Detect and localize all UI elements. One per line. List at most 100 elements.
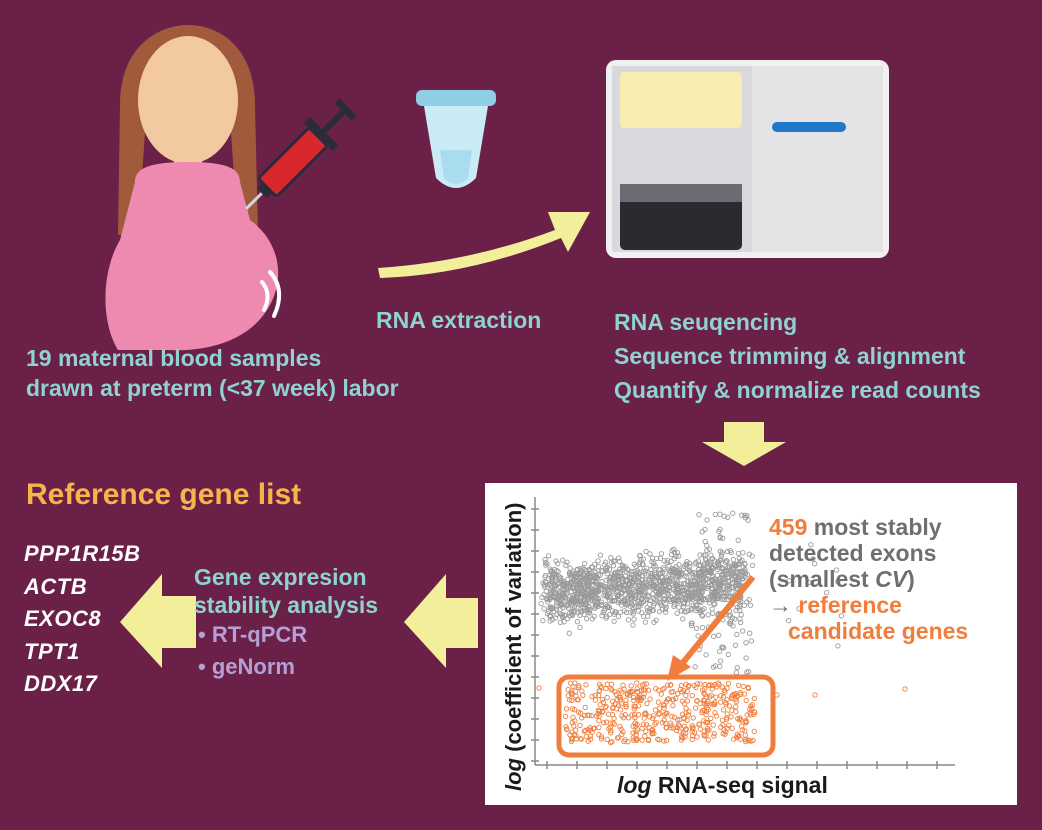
scatter-point — [679, 711, 686, 717]
scatter-point — [902, 686, 908, 692]
scatter-point — [584, 616, 590, 622]
scatter-point — [678, 734, 685, 740]
scatter-point — [631, 697, 637, 704]
scatter-point — [721, 513, 727, 519]
scatter-point — [680, 729, 686, 735]
scatter-point — [583, 576, 589, 582]
scatter-point — [683, 692, 689, 699]
scatter-point — [823, 589, 830, 596]
scatter-point — [593, 583, 600, 589]
scatter-point — [702, 691, 708, 698]
scatter-point — [729, 707, 735, 713]
scatter-point — [596, 718, 602, 724]
scatter-point — [689, 692, 695, 699]
scatter-point — [609, 598, 615, 604]
scatter-point — [601, 562, 608, 568]
scatter-point — [730, 736, 737, 742]
scatter-point — [701, 733, 707, 739]
bullet: • — [198, 654, 206, 679]
scatter-point — [720, 575, 726, 582]
scatter-point — [618, 599, 624, 605]
scatter-point — [691, 682, 697, 689]
scatter-point — [716, 593, 722, 599]
highlight-box — [556, 674, 776, 758]
scatter-point — [624, 566, 631, 572]
scatter-point — [619, 583, 625, 589]
scatter-point — [592, 692, 598, 699]
scatter-point — [547, 566, 553, 572]
scatter-point — [602, 583, 608, 590]
scatter-point — [541, 606, 547, 612]
scatter-point — [644, 565, 650, 571]
scatter-point — [634, 598, 641, 605]
scatter-point — [683, 705, 689, 711]
scatter-point — [704, 701, 710, 707]
scatter-point — [743, 720, 749, 726]
scatter-point — [615, 569, 621, 575]
scatter-point — [651, 600, 658, 607]
scatter-point — [615, 702, 622, 708]
scatter-point — [642, 710, 649, 716]
scatter-point — [564, 559, 570, 565]
scatter-point — [725, 581, 731, 587]
scatter-point — [630, 622, 636, 628]
arrow-icon — [404, 574, 478, 668]
scatter-point — [623, 703, 629, 710]
extraction-caption: RNA extraction — [376, 307, 542, 333]
scatter-point — [670, 697, 676, 703]
scatter-point — [661, 685, 667, 691]
arrow-icon — [120, 574, 196, 668]
arrow-icon — [378, 212, 590, 278]
scatter-point — [715, 595, 721, 602]
scatter-point — [610, 698, 616, 705]
scatter-point — [579, 609, 585, 615]
scatter-point — [646, 601, 653, 607]
scatter-point — [683, 681, 689, 688]
scatter-point — [608, 727, 614, 734]
scatter-point — [697, 598, 703, 605]
scatter-point — [580, 692, 586, 698]
scatter-point — [709, 606, 715, 612]
scatter-point — [661, 596, 668, 603]
scatter-point — [689, 723, 695, 729]
scatter-point — [609, 584, 615, 590]
scatter-point — [711, 733, 717, 739]
scatter-point — [686, 709, 692, 715]
scatter-point — [628, 683, 634, 689]
scatter-point — [734, 664, 740, 671]
scatter-point — [642, 571, 648, 577]
scatter-point — [599, 696, 605, 703]
scatter-point — [556, 574, 562, 580]
scatter-point — [710, 610, 716, 616]
scatter-point — [670, 702, 676, 709]
scatter-point — [684, 559, 690, 565]
scatter-point — [726, 563, 732, 569]
scatter-point — [741, 602, 748, 609]
scatter-point — [702, 584, 708, 590]
scatter-point — [663, 737, 670, 744]
scatter-point — [690, 715, 696, 721]
scatter-point — [688, 622, 695, 629]
scatter-point — [691, 578, 698, 584]
scatter-point — [554, 594, 560, 601]
scatter-point — [647, 696, 653, 702]
scatter-point — [599, 579, 605, 585]
scatter-point — [729, 563, 735, 569]
scatter-point — [727, 612, 734, 618]
scatter-point — [706, 682, 712, 689]
scatter-point — [693, 603, 700, 609]
scatter-point — [711, 730, 717, 737]
scatter-plot: log (coefficient of variation) log RNA-s… — [501, 497, 968, 798]
sequencing-line2: Sequence trimming & alignment — [614, 343, 966, 369]
scatter-point — [620, 682, 626, 688]
scatter-point — [561, 601, 567, 608]
scatter-point — [692, 705, 699, 711]
scatter-point — [718, 724, 724, 730]
scatter-point — [549, 571, 555, 577]
scatter-point — [571, 608, 578, 614]
scatter-point — [658, 551, 665, 557]
scatter-point — [664, 696, 671, 703]
scatter-point — [610, 563, 617, 569]
scatter-point — [712, 699, 718, 706]
scatter-point — [713, 694, 719, 700]
